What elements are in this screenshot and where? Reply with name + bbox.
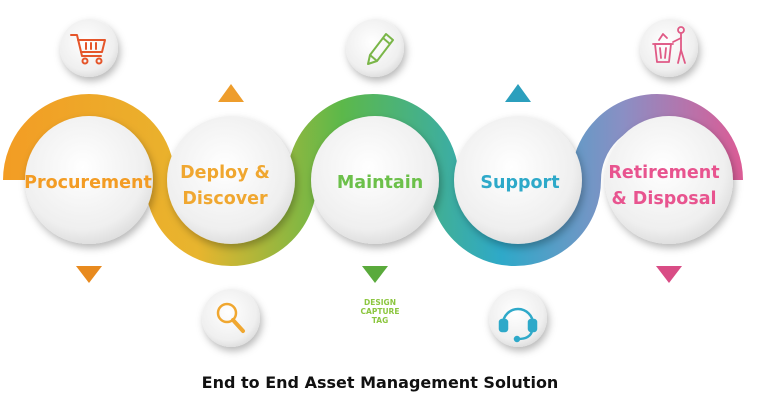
watermark-text: DESIGN CAPTURE TAG: [360, 298, 400, 325]
pencil-icon: [367, 33, 394, 65]
support-pointer: [505, 84, 531, 102]
diagram-caption: End to End Asset Management Solution: [201, 373, 559, 392]
magnifier-icon: [216, 302, 245, 333]
retire-circle: [605, 116, 733, 244]
magnifier-bubble: [202, 289, 260, 347]
cart-bubble: [60, 19, 118, 77]
deploy-pointer: [218, 84, 244, 102]
trash-bubble: [640, 19, 698, 77]
headset-icon: [498, 307, 538, 343]
support-circle: [454, 116, 582, 244]
retire-pointer: [656, 266, 682, 283]
deploy-circle: [167, 116, 295, 244]
process-ribbon: [3, 94, 743, 266]
procurement-circle: [25, 116, 153, 244]
shopping-cart-icon: [70, 34, 106, 65]
maintain-circle: [311, 116, 439, 244]
maintain-pointer: [362, 266, 388, 283]
procurement-pointer: [76, 266, 102, 283]
trash-disposal-icon: [652, 26, 686, 64]
